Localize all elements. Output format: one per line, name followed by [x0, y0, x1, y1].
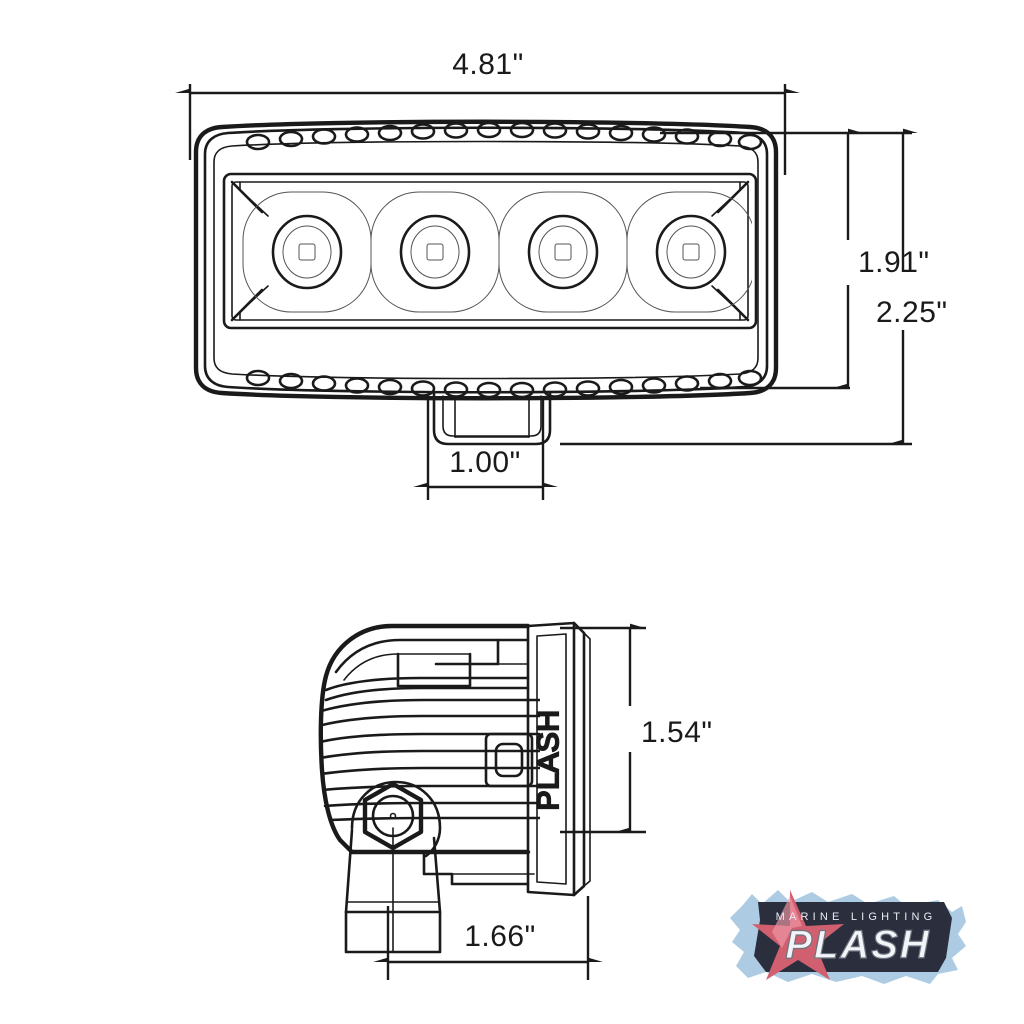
- side-view-dimension-group: 1.54" 1.66": [373, 623, 713, 980]
- led-emitter: [399, 214, 471, 290]
- hex-bolt-head: [362, 781, 424, 851]
- dim-label-depth-width: 1.66": [464, 920, 536, 953]
- logo-wordmark: PLASH: [785, 923, 931, 967]
- plash-brand-logo: MARINE LIGHTING PLASH: [730, 890, 966, 984]
- side-housing-outline: [318, 623, 531, 855]
- housing-outer-inner-line: [203, 126, 769, 394]
- bezel-corner-chamfers: [230, 180, 750, 322]
- logo-star-highlight: [772, 896, 802, 948]
- side-view-group: PLASH: [318, 621, 591, 954]
- housing-brand-text: PLASH: [532, 710, 565, 811]
- led-emitter: [271, 214, 343, 290]
- led-emitter-group: [271, 214, 727, 290]
- dim-label-total-height: 2.25": [876, 296, 948, 329]
- gasket-bead-row-bottom: [245, 369, 763, 399]
- dim-label-body-height: 1.91": [858, 246, 930, 279]
- dim-label-width: 4.81": [452, 48, 524, 81]
- mounting-bracket-side-view: [344, 780, 442, 954]
- bolt-washer: [371, 794, 415, 838]
- rear-plate-inset: [536, 633, 567, 885]
- rear-edge-bevel-2: [583, 632, 591, 887]
- lens-bezel-frame: [222, 172, 758, 330]
- housing-outer-outline: [193, 119, 779, 401]
- bolt-center-mark: [389, 812, 397, 820]
- lens-opening: [231, 181, 749, 321]
- front-view-dimension-group: 4.81" 1.91" 2.25" 1.00": [175, 48, 948, 500]
- dim-label-bracket-width: 1.00": [449, 446, 521, 479]
- lens-hood-lines: [324, 638, 530, 702]
- logo-star-icon: [752, 890, 844, 980]
- front-view-group: [193, 119, 779, 446]
- heat-sink-fins: [322, 698, 540, 822]
- reflector-optics: [242, 191, 752, 313]
- housing-bezel-seat: [213, 140, 759, 380]
- dim-label-depth-height: 1.54": [641, 716, 713, 749]
- side-port-window: [484, 732, 534, 788]
- led-emitter: [527, 214, 599, 290]
- mounting-bracket-top-view: [432, 391, 552, 446]
- logo-tagline: MARINE LIGHTING: [776, 911, 937, 923]
- gasket-bead-row-top: [245, 121, 763, 151]
- led-emitter: [655, 214, 727, 290]
